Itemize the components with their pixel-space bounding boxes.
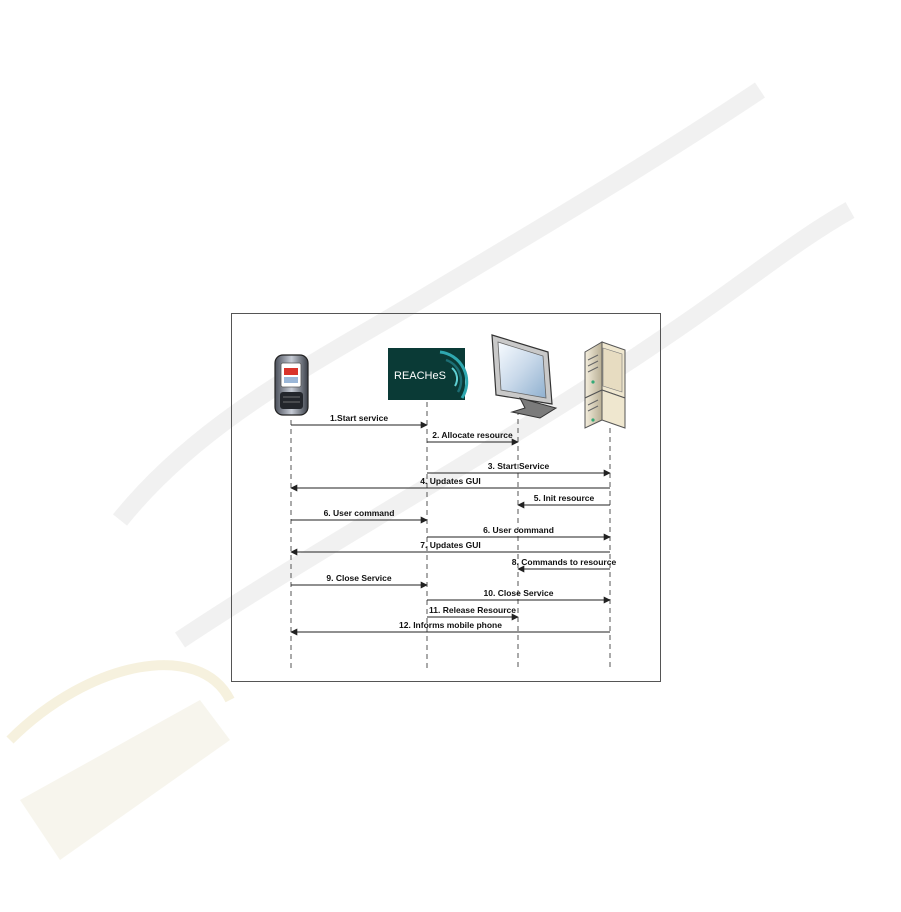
message-label: 7. Updates GUI	[420, 540, 480, 550]
message-label: 4. Updates GUI	[420, 476, 480, 486]
message-5: 5. Init resource	[518, 493, 610, 505]
message-label: 9. Close Service	[326, 573, 391, 583]
message-label: 3. Start Service	[488, 461, 550, 471]
reaches-logo: REACHeS	[388, 348, 467, 400]
message-3: 3. Start Service	[427, 461, 610, 473]
message-label: 8. Commands to resource	[512, 557, 617, 567]
message-label: 5. Init resource	[534, 493, 595, 503]
message-label: 1.Start service	[330, 413, 388, 423]
message-10: 9. Close Service	[291, 573, 427, 585]
monitor-icon	[492, 335, 556, 418]
message-1: 1.Start service	[291, 413, 427, 425]
message-label: 6. User command	[483, 525, 554, 535]
message-7: 6. User command	[427, 525, 610, 537]
message-12: 11. Release Resource	[427, 605, 518, 617]
reaches-logo-text: REACHeS	[394, 370, 446, 382]
message-2: 2. Allocate resource	[427, 430, 518, 442]
mobile-phone-icon	[275, 355, 308, 415]
message-label: 6. User command	[324, 508, 395, 518]
message-4: 4. Updates GUI	[291, 476, 610, 488]
message-label: 2. Allocate resource	[432, 430, 513, 440]
message-11: 10. Close Service	[427, 588, 610, 600]
messages: 1.Start service 2. Allocate resource 3. St…	[291, 413, 616, 632]
message-6: 6. User command	[291, 508, 427, 520]
message-13: 12. Informs mobile phone	[291, 620, 610, 632]
message-9: 8. Commands to resource	[512, 557, 617, 569]
message-label: 11. Release Resource	[429, 605, 516, 615]
message-label: 12. Informs mobile phone	[399, 620, 502, 630]
server-icon	[585, 342, 625, 428]
message-8: 7. Updates GUI	[291, 540, 610, 552]
message-label: 10. Close Service	[484, 588, 554, 598]
